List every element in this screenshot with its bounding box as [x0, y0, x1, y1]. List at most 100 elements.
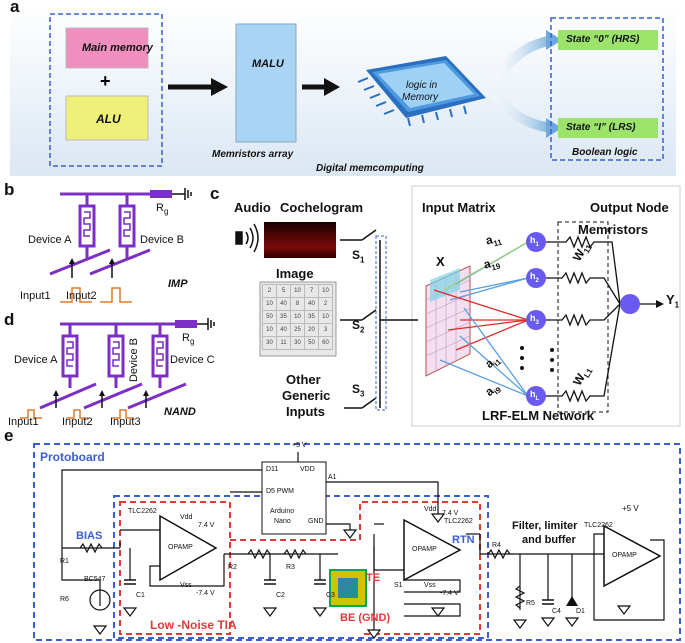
main-memory-label: Main memory	[82, 42, 153, 54]
opamp-3	[603, 524, 662, 588]
panel-d: d Rg Device A Device B Device C Input1 I…	[0, 308, 220, 433]
malu-block	[235, 23, 297, 143]
boolean-logic-box	[550, 17, 664, 161]
device-c-label-d: Device C	[170, 354, 215, 366]
input-matrix-grid	[425, 265, 471, 377]
generic-label: Generic	[282, 388, 331, 403]
protoboard-label: Protoboard	[40, 450, 105, 464]
device-b-label: Device B	[140, 234, 185, 246]
network-label: LRF-ELM Network	[482, 408, 594, 423]
te-label: TE	[366, 572, 381, 584]
ground-symbols	[92, 513, 632, 639]
rtn-label: RTN	[452, 534, 475, 546]
memristors-array-label: Memristors array	[212, 149, 294, 160]
c1-label: C1	[136, 592, 145, 599]
input3-label-d: Input3	[110, 416, 141, 428]
matrix-cell: 25	[290, 323, 305, 337]
matrix-cell: 11	[276, 336, 291, 350]
switch-box	[375, 235, 387, 411]
arrow-to-state1-head	[546, 118, 562, 138]
output-node	[620, 294, 640, 314]
input2-label-d: Input2	[62, 416, 93, 428]
logic-in-memory-chip	[357, 56, 486, 127]
matrix-cell: 8	[290, 297, 305, 311]
s1-switch-label: S1	[394, 582, 403, 589]
arrow-to-state0-head	[546, 30, 562, 50]
panel-b: b Rg Device A Device B Input1 Input2 IMP	[0, 178, 220, 308]
matrix-cell: 10	[290, 310, 305, 324]
matrix-cell: 40	[304, 297, 319, 311]
c3-label: C3	[326, 592, 335, 599]
d11-label: D11	[266, 466, 279, 473]
h1-label: h1	[530, 235, 539, 248]
r4-label: R4	[492, 542, 501, 549]
v74-2-label: 7.4 V	[442, 510, 459, 517]
output-node-label: Output Node	[590, 200, 669, 215]
matrix-cell: 35	[276, 310, 291, 324]
r6-label: R6	[60, 596, 69, 603]
input1-label: Input1	[20, 290, 51, 302]
tia-box	[119, 501, 231, 635]
alu-block	[65, 95, 149, 141]
rg-label-d: Rg	[182, 332, 195, 347]
and-buffer-label: and buffer	[522, 534, 576, 546]
panel-b-graphic	[49, 188, 192, 303]
panel-b-label: b	[4, 180, 15, 199]
r2-label: R2	[228, 564, 237, 571]
gnd-label: GND	[308, 518, 324, 525]
state0-label: State “0” (HRS)	[566, 34, 640, 45]
a1-label: A1	[328, 474, 337, 481]
s1-label: S1	[352, 248, 365, 265]
vss-2-label: Vss	[424, 582, 436, 589]
hidden-nodes	[526, 232, 546, 406]
alu-label: ALU	[96, 112, 121, 126]
device-b-label-d: Device B	[128, 338, 140, 383]
be-label: BE (GND)	[340, 612, 391, 624]
state1-label: State “I” (LRS)	[566, 122, 636, 133]
s2-label: S2	[352, 318, 365, 335]
matrix-cell: 10	[262, 297, 277, 311]
plus-sign: +	[100, 71, 111, 91]
v74-1-label: 7.4 V	[198, 522, 215, 529]
nano-label: Nano	[274, 518, 291, 525]
vdd-1-label: Vdd	[180, 514, 193, 521]
protoboard-box	[33, 443, 681, 641]
inner-blue-box	[113, 495, 489, 639]
memristor-box	[557, 221, 609, 413]
opamp-1-label: OPAMP	[168, 544, 193, 551]
h3-label: h3	[530, 313, 539, 326]
input-matrix-label: Input Matrix	[422, 200, 496, 215]
panel-a-graphic	[10, 6, 676, 176]
panel-d-graphic	[20, 318, 215, 419]
panel-a: a Main memory + ALU MALU Memristors arra…	[6, 0, 681, 178]
tlc-3-label: TLC2262	[584, 522, 613, 529]
bc547-label: BC547	[84, 576, 106, 583]
d5pwm-label: D5 PWM	[266, 488, 294, 495]
h2-label: h2	[530, 271, 539, 284]
rtn-box	[230, 501, 481, 635]
vdd-label: VDD	[300, 466, 315, 473]
filter-label: Filter, limiter	[512, 520, 578, 532]
r1-label: R1	[60, 558, 69, 565]
nand-label: NAND	[164, 406, 196, 418]
matrix-cell: 30	[262, 336, 277, 350]
matrix-cell: 10	[318, 310, 333, 324]
transistor-bc547	[89, 589, 111, 611]
opamp-1	[159, 514, 218, 582]
panel-a-label: a	[10, 0, 20, 16]
y1-label: Y1	[666, 292, 680, 310]
s3-label: S3	[352, 382, 365, 399]
memristors-label: Memristors	[578, 222, 649, 237]
arrow-1-head	[211, 78, 228, 96]
plus5v-label: +5 V	[622, 504, 639, 513]
malu-label: MALU	[252, 58, 284, 70]
arrow-2-head	[324, 78, 340, 96]
tlc-1-label: TLC2262	[128, 508, 157, 515]
c2-label: C2	[276, 592, 285, 599]
c4-label: C4	[552, 608, 561, 615]
memristor-chip-core	[338, 578, 358, 598]
digital-memcomputing-label: Digital memcomputing	[316, 163, 424, 174]
